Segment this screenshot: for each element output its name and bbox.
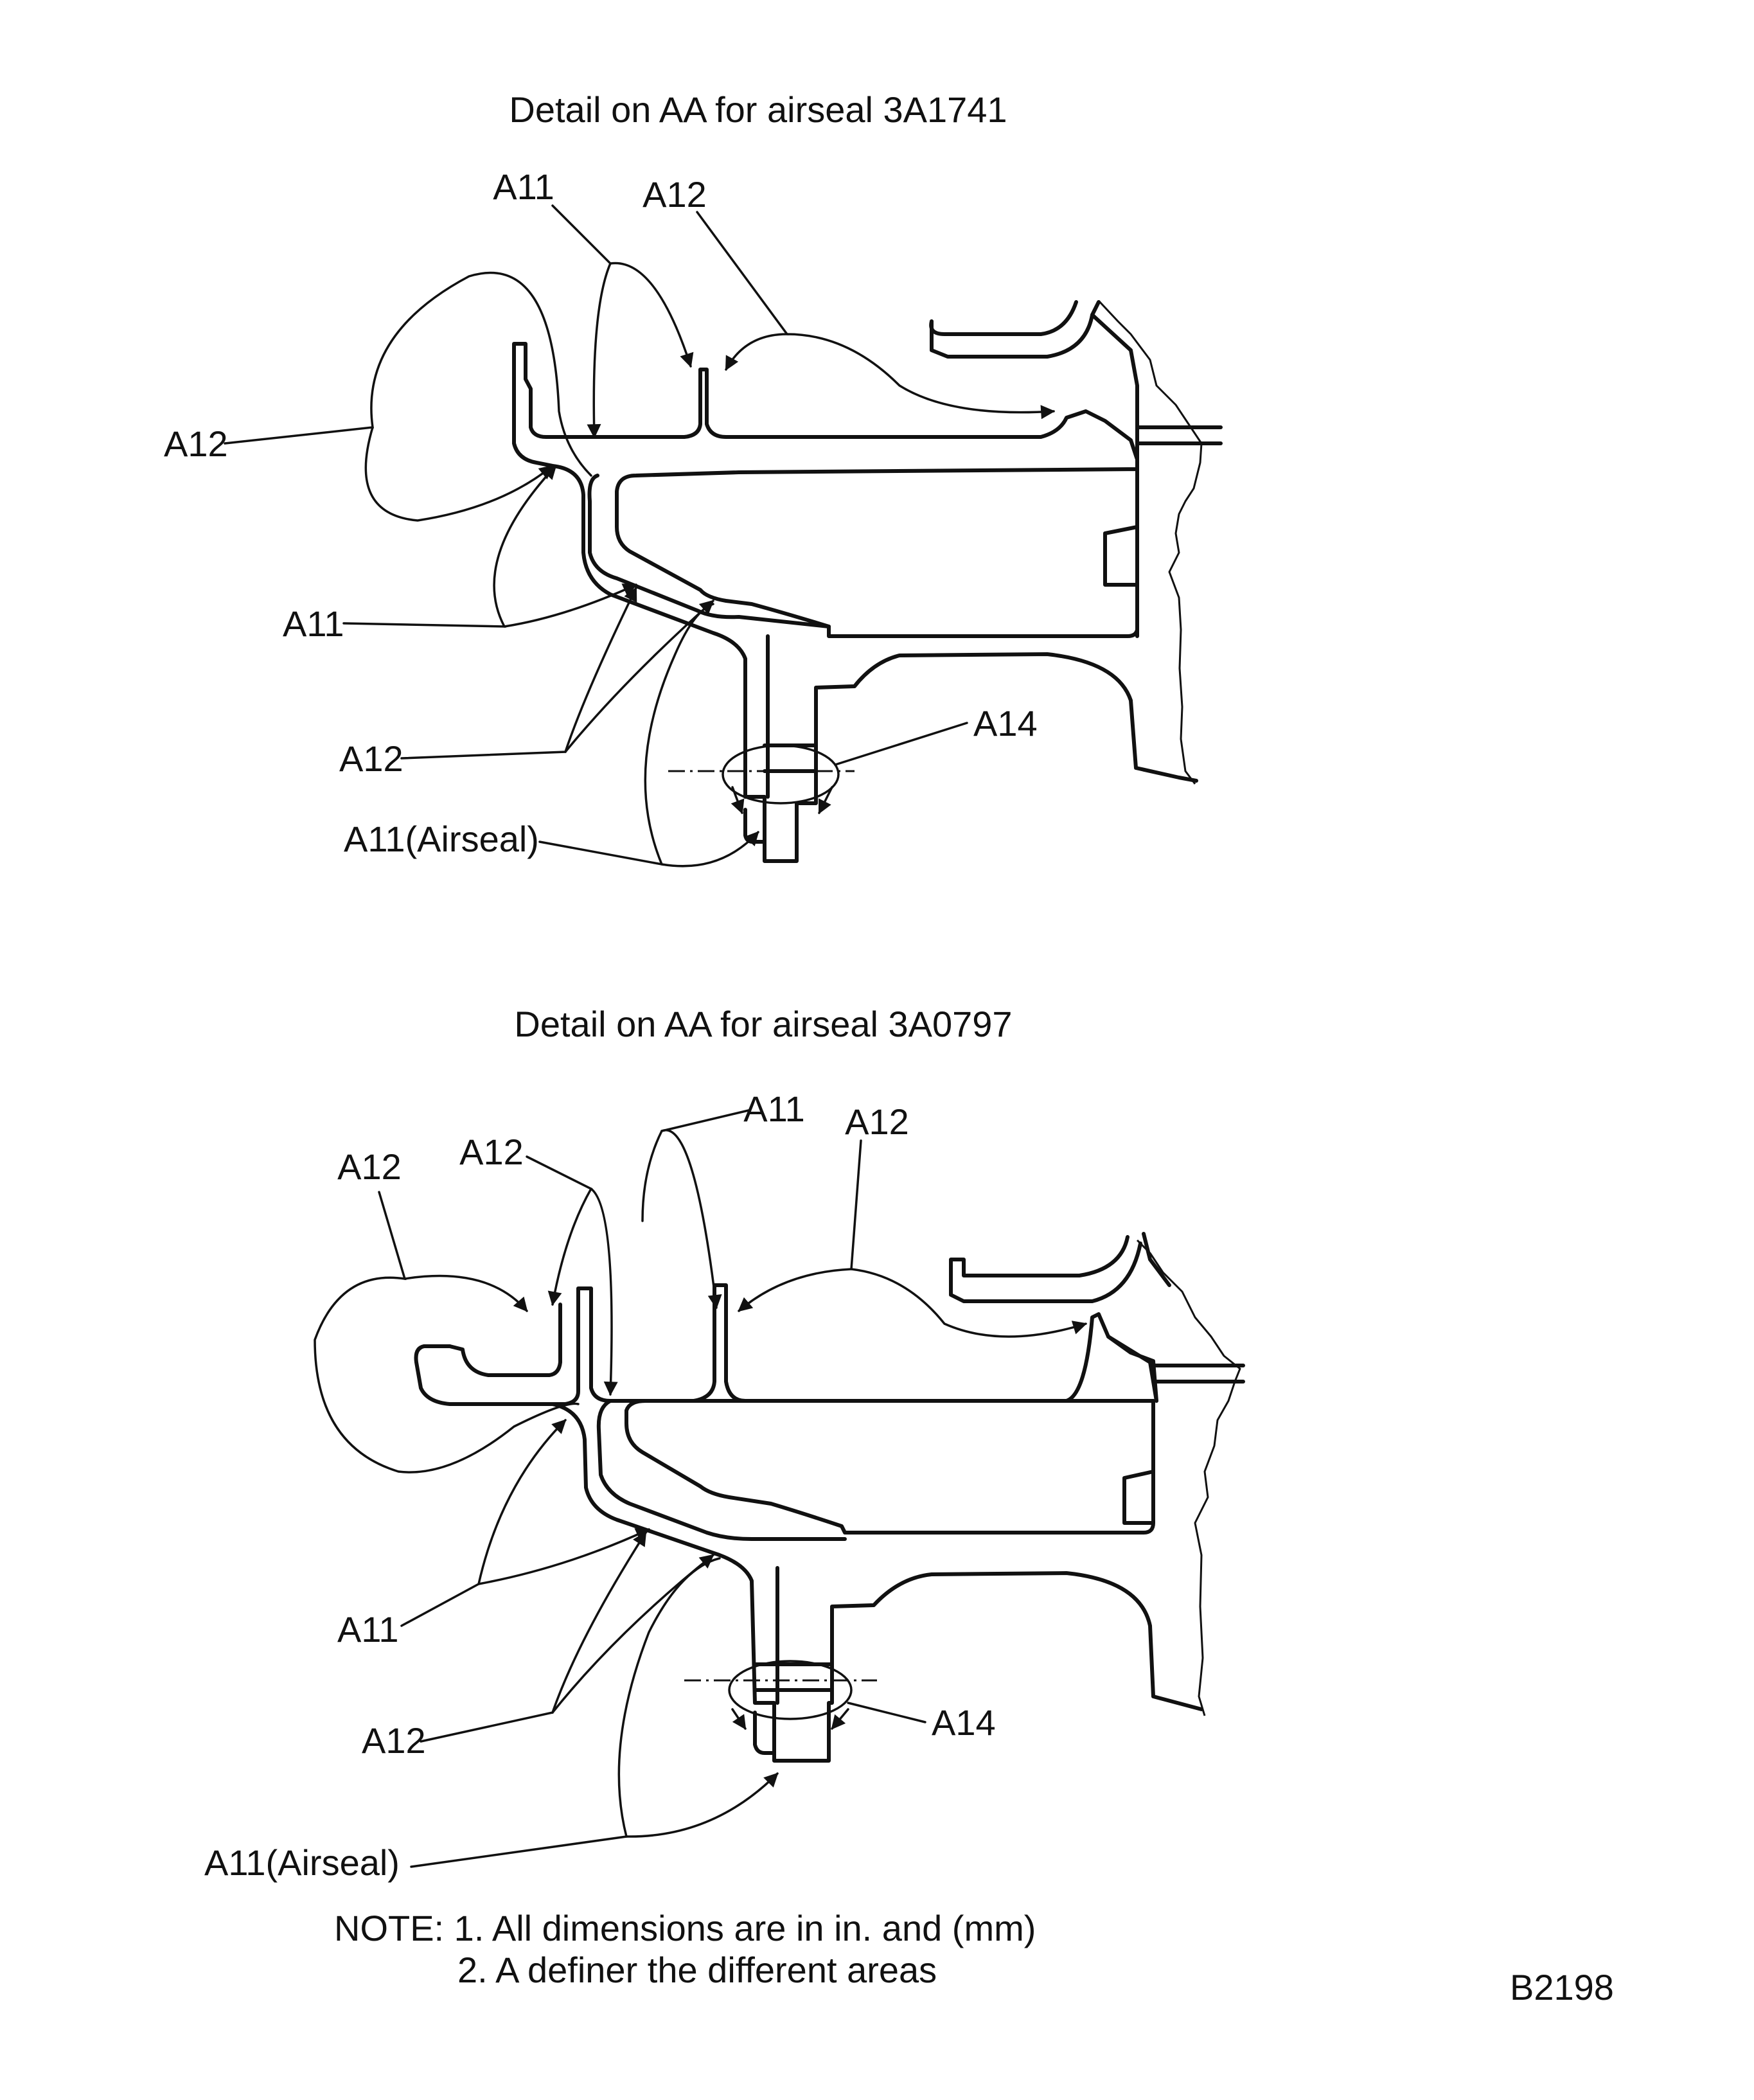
label-a12-low: A12: [362, 1720, 426, 1761]
leader-a12-top-b: [850, 1268, 1088, 1338]
leader-a12-far-left: [314, 1191, 580, 1473]
label-a11-top: A11: [743, 1089, 804, 1129]
airseal-blade-root: [929, 300, 1139, 413]
label-a12-low: A12: [339, 738, 403, 779]
leader-a11-left: [342, 465, 557, 628]
note-line-1: NOTE: 1. All dimensions are in in. and (…: [334, 1908, 1036, 1948]
leader-a11-left-b: [477, 1528, 650, 1585]
label-a12-top: A12: [845, 1101, 909, 1142]
leader-a12-low-b: [551, 1554, 714, 1714]
note-line-2: 2. A definer the different areas: [457, 1950, 937, 1990]
label-a14: A14: [932, 1702, 996, 1743]
leader-a14: [847, 1702, 926, 1723]
leader-a11-airseal-b: [625, 1772, 779, 1838]
a14-bolt-region: [722, 744, 840, 805]
leader-a11-airseal: [538, 603, 714, 866]
leader-a11-left-b: [503, 583, 638, 628]
airseal-upper-face: [448, 1303, 1155, 1535]
leader-a14-arrow-a: [731, 786, 745, 815]
leader-a14-arrow-b: [831, 1708, 849, 1730]
leader-a11-airseal-b: [660, 831, 759, 868]
leader-a11-top-b: [660, 1129, 722, 1310]
leader-a12-left-top: [526, 1155, 593, 1306]
label-a12-top: A12: [642, 174, 707, 215]
break-edge: [1097, 299, 1203, 785]
figure-id: B2198: [1510, 1967, 1614, 2007]
leader-a12-low: [400, 587, 637, 760]
detail-3a0797: Detail on AA for airseal 3A0797 A12 A12 …: [204, 1004, 1245, 1883]
hub-seal-line: [1135, 425, 1223, 445]
airseal-hub: [930, 300, 1139, 638]
airseal-stem: [753, 1566, 834, 1755]
detail-title: Detail on AA for airseal 3A0797: [514, 1004, 1012, 1044]
detail-3a1741: Detail on AA for airseal 3A1741 A11 A12: [164, 89, 1223, 868]
leader-a12-left-b: [364, 426, 554, 522]
airseal-cavity: [587, 474, 831, 628]
leader-lines: [314, 1109, 1088, 1868]
label-a12-far-left: A12: [337, 1146, 402, 1187]
leader-a12-top-b: [786, 333, 1056, 420]
airseal-left-contour: [551, 1402, 1203, 1763]
leader-a12-low: [420, 1531, 647, 1743]
label-a11-left: A11: [337, 1609, 398, 1650]
leader-a11-left: [400, 1419, 567, 1627]
leader-a14-arrow-a: [731, 1708, 747, 1730]
label-a14: A14: [973, 703, 1038, 743]
leader-a12-left: [224, 271, 592, 477]
label-a12-left-top: A12: [459, 1132, 524, 1172]
hub-seal-line: [1151, 1364, 1245, 1384]
leader-a14: [834, 722, 968, 766]
leader-a11-top-b: [609, 262, 694, 368]
label-a11-airseal: A11(Airseal): [344, 819, 539, 859]
airseal-cavity: [596, 1399, 847, 1541]
leader-a12-low-b: [564, 600, 714, 753]
notes: NOTE: 1. All dimensions are in in. and (…: [334, 1908, 1036, 1990]
leader-a12-top: [696, 211, 790, 371]
leader-lines: [224, 204, 1056, 868]
leader-a12-left-top-b: [590, 1188, 618, 1396]
leader-a11-airseal: [410, 1557, 721, 1868]
a14-bolt-region: [728, 1660, 853, 1720]
hub-right: [1106, 1232, 1171, 1403]
label-a11-left: A11: [283, 603, 344, 644]
leader-a12-far-left-b: [403, 1274, 528, 1312]
label-a11-airseal: A11(Airseal): [204, 1842, 400, 1883]
airseal-section: [414, 1232, 1245, 1763]
airseal-left-contour: [512, 377, 1198, 863]
leader-a14-arrow-b: [818, 786, 833, 814]
leader-a12-top: [738, 1139, 862, 1312]
leader-a11-top: [641, 1109, 750, 1222]
leader-a11-top: [551, 204, 612, 439]
label-a12-left: A12: [164, 423, 228, 464]
detail-title: Detail on AA for airseal 3A1741: [509, 89, 1007, 130]
break-edge: [1136, 1239, 1241, 1716]
airseal-stem: [743, 634, 818, 844]
label-a11-top: A11: [493, 166, 554, 207]
airseal-section: [512, 299, 1223, 863]
airseal-hub: [949, 1235, 1155, 1525]
